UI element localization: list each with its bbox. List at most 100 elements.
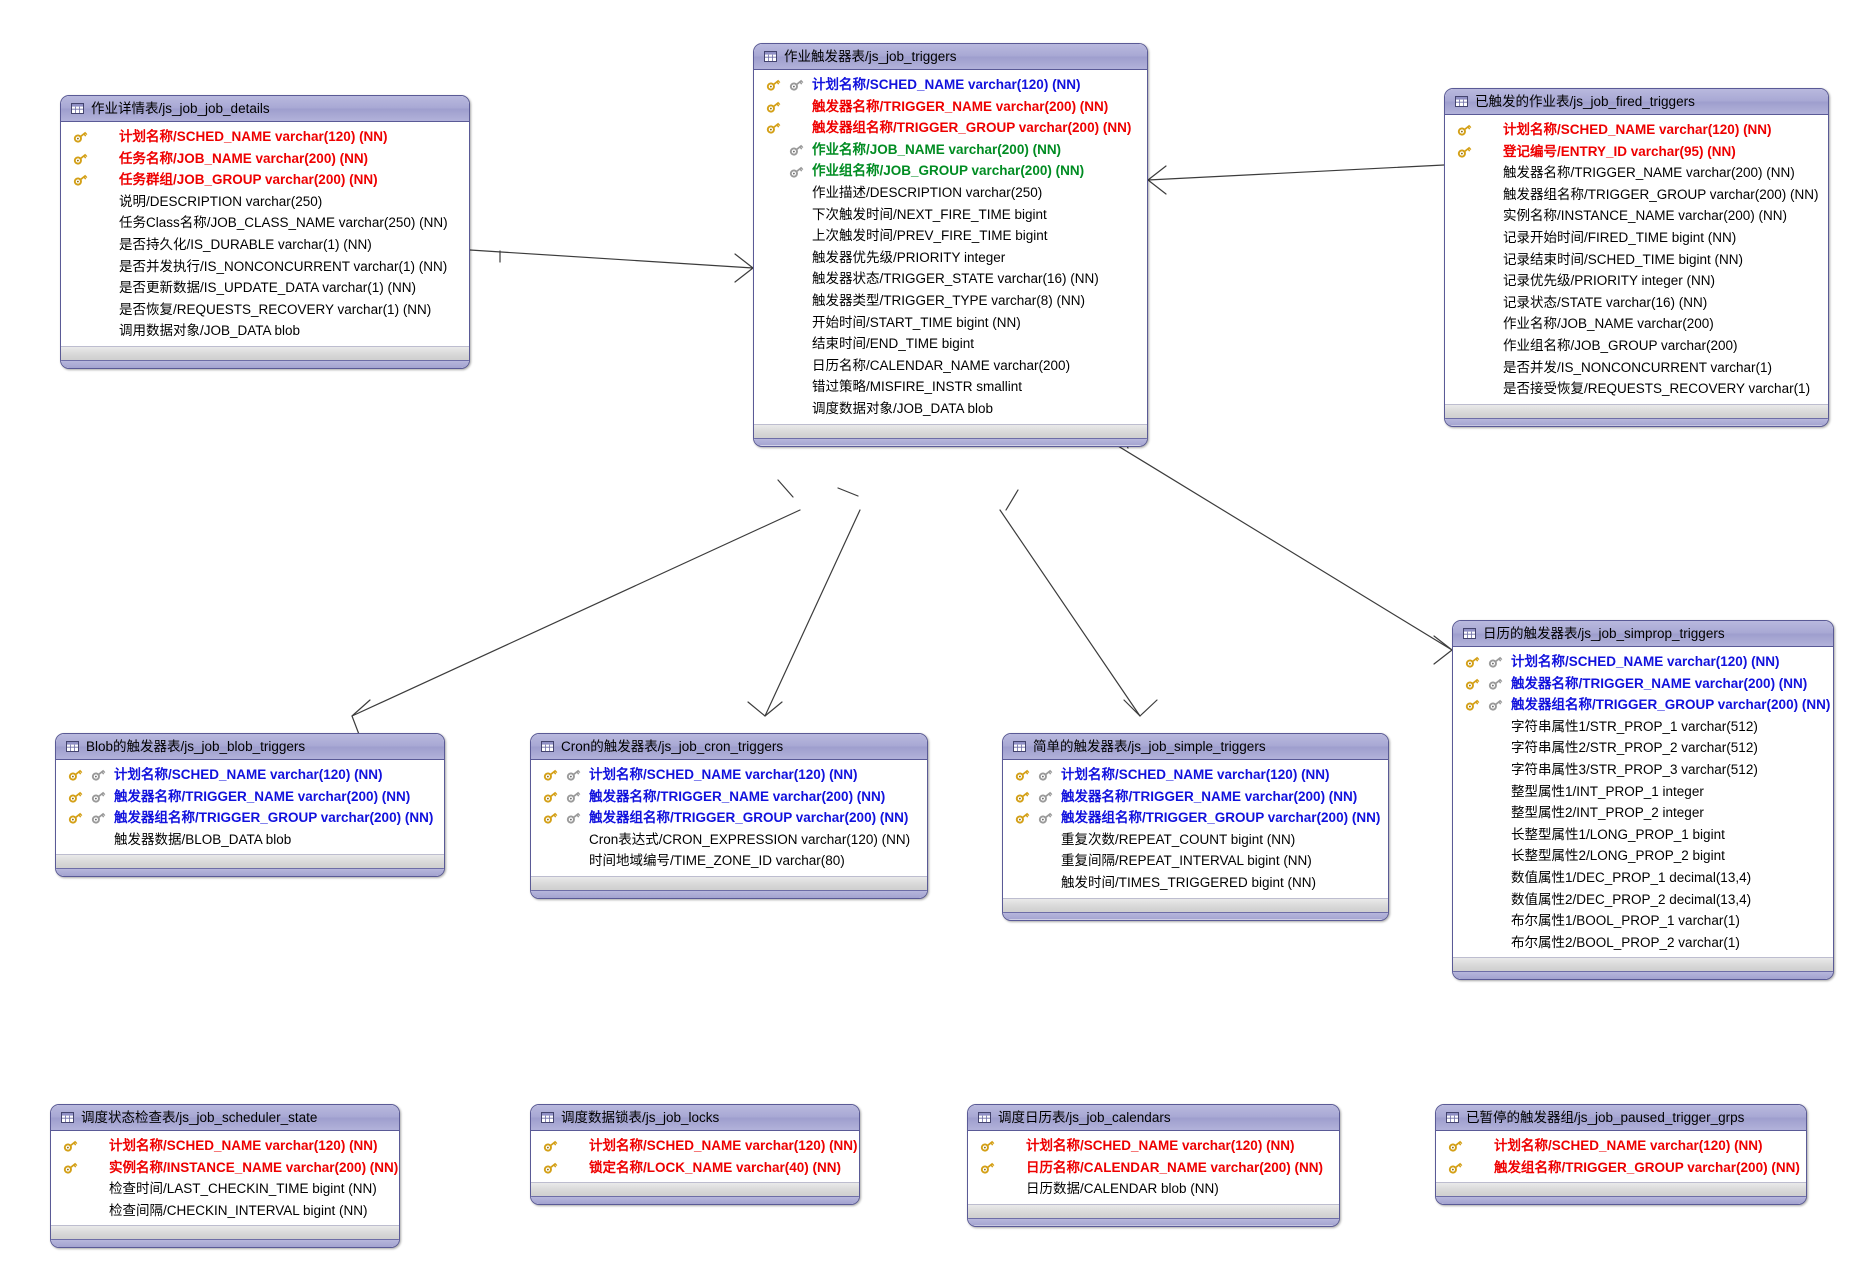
- attribute-row[interactable]: 记录状态/STATE varchar(16) (NN): [1445, 292, 1828, 314]
- attribute-row[interactable]: 是否并发/IS_NONCONCURRENT varchar(1): [1445, 357, 1828, 379]
- entity-blob_triggers[interactable]: Blob的触发器表/js_job_blob_triggers 计划名称/SCHED…: [55, 733, 445, 878]
- entity-header-job_triggers[interactable]: 作业触发器表/js_job_triggers: [754, 44, 1147, 70]
- entity-job_details[interactable]: 作业详情表/js_job_job_details 计划名称/SCHED_NAME …: [60, 95, 470, 369]
- attribute-row[interactable]: 说明/DESCRIPTION varchar(250): [61, 191, 469, 213]
- attribute-row[interactable]: 计划名称/SCHED_NAME varchar(120) (NN): [1003, 764, 1388, 786]
- attribute-row[interactable]: 记录开始时间/FIRED_TIME bigint (NN): [1445, 227, 1828, 249]
- attribute-row[interactable]: 日历名称/CALENDAR_NAME varchar(200): [754, 355, 1147, 377]
- attribute-row[interactable]: 触发器名称/TRIGGER_NAME varchar(200) (NN): [1445, 162, 1828, 184]
- attribute-row[interactable]: 时间地域编号/TIME_ZONE_ID varchar(80): [531, 850, 927, 872]
- entity-header-scheduler_state[interactable]: 调度状态检查表/js_job_scheduler_state: [51, 1105, 399, 1131]
- attribute-row[interactable]: 触发器优先级/PRIORITY integer: [754, 247, 1147, 269]
- entity-header-simprop_triggers[interactable]: 日历的触发器表/js_job_simprop_triggers: [1453, 621, 1833, 647]
- attribute-row[interactable]: 数值属性1/DEC_PROP_1 decimal(13,4): [1453, 867, 1833, 889]
- attribute-row[interactable]: 是否更新数据/IS_UPDATE_DATA varchar(1) (NN): [61, 277, 469, 299]
- attribute-row[interactable]: Cron表达式/CRON_EXPRESSION varchar(120) (NN…: [531, 829, 927, 851]
- attribute-row[interactable]: 结束时间/END_TIME bigint: [754, 333, 1147, 355]
- attribute-row[interactable]: 计划名称/SCHED_NAME varchar(120) (NN): [56, 764, 444, 786]
- attribute-row[interactable]: 数值属性2/DEC_PROP_2 decimal(13,4): [1453, 889, 1833, 911]
- attribute-row[interactable]: 长整型属性2/LONG_PROP_2 bigint: [1453, 845, 1833, 867]
- attribute-row[interactable]: 调用数据对象/JOB_DATA blob: [61, 320, 469, 342]
- entity-scheduler_state[interactable]: 调度状态检查表/js_job_scheduler_state 计划名称/SCHED…: [50, 1104, 400, 1249]
- attribute-row[interactable]: 触发器名称/TRIGGER_NAME varchar(200) (NN): [1003, 786, 1388, 808]
- attribute-row[interactable]: 布尔属性2/BOOL_PROP_2 varchar(1): [1453, 932, 1833, 954]
- attribute-row[interactable]: 作业组名称/JOB_GROUP varchar(200): [1445, 335, 1828, 357]
- entity-header-paused_trigger_grps[interactable]: 已暂停的触发器组/js_job_paused_trigger_grps: [1436, 1105, 1806, 1131]
- attribute-row[interactable]: 锁定名称/LOCK_NAME varchar(40) (NN): [531, 1157, 859, 1179]
- attribute-row[interactable]: 计划名称/SCHED_NAME varchar(120) (NN): [754, 74, 1147, 96]
- attribute-row[interactable]: 调度数据对象/JOB_DATA blob: [754, 398, 1147, 420]
- attribute-row[interactable]: 计划名称/SCHED_NAME varchar(120) (NN): [968, 1135, 1339, 1157]
- attribute-row[interactable]: 触发器名称/TRIGGER_NAME varchar(200) (NN): [56, 786, 444, 808]
- attribute-row[interactable]: 重复次数/REPEAT_COUNT bigint (NN): [1003, 829, 1388, 851]
- attribute-row[interactable]: 记录结束时间/SCHED_TIME bigint (NN): [1445, 249, 1828, 271]
- attribute-row[interactable]: 触发组名称/TRIGGER_GROUP varchar(200) (NN): [1436, 1157, 1806, 1179]
- attribute-row[interactable]: 整型属性1/INT_PROP_1 integer: [1453, 781, 1833, 803]
- entity-header-blob_triggers[interactable]: Blob的触发器表/js_job_blob_triggers: [56, 734, 444, 760]
- attribute-row[interactable]: 任务Class名称/JOB_CLASS_NAME varchar(250) (N…: [61, 212, 469, 234]
- attribute-row[interactable]: 触发器组名称/TRIGGER_GROUP varchar(200) (NN): [56, 807, 444, 829]
- entity-header-cron_triggers[interactable]: Cron的触发器表/js_job_cron_triggers: [531, 734, 927, 760]
- attribute-row[interactable]: 布尔属性1/BOOL_PROP_1 varchar(1): [1453, 910, 1833, 932]
- attribute-row[interactable]: 触发器组名称/TRIGGER_GROUP varchar(200) (NN): [1003, 807, 1388, 829]
- attribute-row[interactable]: 实例名称/INSTANCE_NAME varchar(200) (NN): [1445, 205, 1828, 227]
- attribute-row[interactable]: 触发器状态/TRIGGER_STATE varchar(16) (NN): [754, 268, 1147, 290]
- attribute-row[interactable]: 触发器组名称/TRIGGER_GROUP varchar(200) (NN): [754, 117, 1147, 139]
- entity-header-locks[interactable]: 调度数据锁表/js_job_locks: [531, 1105, 859, 1131]
- entity-fired_triggers[interactable]: 已触发的作业表/js_job_fired_triggers 计划名称/SCHED_…: [1444, 88, 1829, 427]
- attribute-row[interactable]: 字符串属性2/STR_PROP_2 varchar(512): [1453, 737, 1833, 759]
- entity-paused_trigger_grps[interactable]: 已暂停的触发器组/js_job_paused_trigger_grps 计划名称/…: [1435, 1104, 1807, 1206]
- attribute-row[interactable]: 检查间隔/CHECKIN_INTERVAL bigint (NN): [51, 1200, 399, 1222]
- attribute-row[interactable]: 触发器名称/TRIGGER_NAME varchar(200) (NN): [531, 786, 927, 808]
- entity-job_triggers[interactable]: 作业触发器表/js_job_triggers 计划名称/SCHED_NAME va…: [753, 43, 1148, 447]
- attribute-row[interactable]: 触发时间/TIMES_TRIGGERED bigint (NN): [1003, 872, 1388, 894]
- attribute-row[interactable]: 计划名称/SCHED_NAME varchar(120) (NN): [61, 126, 469, 148]
- attribute-row[interactable]: 触发器组名称/TRIGGER_GROUP varchar(200) (NN): [531, 807, 927, 829]
- entity-simple_triggers[interactable]: 简单的触发器表/js_job_simple_triggers 计划名称/SCHED…: [1002, 733, 1389, 921]
- attribute-row[interactable]: 日历数据/CALENDAR blob (NN): [968, 1178, 1339, 1200]
- attribute-row[interactable]: 作业名称/JOB_NAME varchar(200): [1445, 313, 1828, 335]
- attribute-row[interactable]: 重复间隔/REPEAT_INTERVAL bigint (NN): [1003, 850, 1388, 872]
- entity-header-job_details[interactable]: 作业详情表/js_job_job_details: [61, 96, 469, 122]
- entity-locks[interactable]: 调度数据锁表/js_job_locks 计划名称/SCHED_NAME varch…: [530, 1104, 860, 1206]
- attribute-row[interactable]: 日历名称/CALENDAR_NAME varchar(200) (NN): [968, 1157, 1339, 1179]
- attribute-row[interactable]: 计划名称/SCHED_NAME varchar(120) (NN): [1445, 119, 1828, 141]
- attribute-row[interactable]: 错过策略/MISFIRE_INSTR smallint: [754, 376, 1147, 398]
- entity-calendars[interactable]: 调度日历表/js_job_calendars 计划名称/SCHED_NAME va…: [967, 1104, 1340, 1227]
- attribute-row[interactable]: 作业名称/JOB_NAME varchar(200) (NN): [754, 139, 1147, 161]
- attribute-row[interactable]: 计划名称/SCHED_NAME varchar(120) (NN): [1436, 1135, 1806, 1157]
- attribute-row[interactable]: 字符串属性3/STR_PROP_3 varchar(512): [1453, 759, 1833, 781]
- attribute-row[interactable]: 检查时间/LAST_CHECKIN_TIME bigint (NN): [51, 1178, 399, 1200]
- entity-header-simple_triggers[interactable]: 简单的触发器表/js_job_simple_triggers: [1003, 734, 1388, 760]
- attribute-row[interactable]: 任务名称/JOB_NAME varchar(200) (NN): [61, 148, 469, 170]
- attribute-row[interactable]: 触发器数据/BLOB_DATA blob: [56, 829, 444, 851]
- attribute-row[interactable]: 开始时间/START_TIME bigint (NN): [754, 312, 1147, 334]
- attribute-row[interactable]: 上次触发时间/PREV_FIRE_TIME bigint: [754, 225, 1147, 247]
- entity-header-calendars[interactable]: 调度日历表/js_job_calendars: [968, 1105, 1339, 1131]
- attribute-row[interactable]: 触发器名称/TRIGGER_NAME varchar(200) (NN): [754, 96, 1147, 118]
- attribute-row[interactable]: 是否恢复/REQUESTS_RECOVERY varchar(1) (NN): [61, 299, 469, 321]
- entity-header-fired_triggers[interactable]: 已触发的作业表/js_job_fired_triggers: [1445, 89, 1828, 115]
- attribute-row[interactable]: 触发器组名称/TRIGGER_GROUP varchar(200) (NN): [1453, 694, 1833, 716]
- attribute-row[interactable]: 登记编号/ENTRY_ID varchar(95) (NN): [1445, 141, 1828, 163]
- attribute-row[interactable]: 是否持久化/IS_DURABLE varchar(1) (NN): [61, 234, 469, 256]
- attribute-row[interactable]: 计划名称/SCHED_NAME varchar(120) (NN): [531, 1135, 859, 1157]
- attribute-row[interactable]: 实例名称/INSTANCE_NAME varchar(200) (NN): [51, 1157, 399, 1179]
- attribute-row[interactable]: 计划名称/SCHED_NAME varchar(120) (NN): [51, 1135, 399, 1157]
- attribute-row[interactable]: 计划名称/SCHED_NAME varchar(120) (NN): [1453, 651, 1833, 673]
- attribute-row[interactable]: 是否接受恢复/REQUESTS_RECOVERY varchar(1): [1445, 378, 1828, 400]
- attribute-row[interactable]: 作业组名称/JOB_GROUP varchar(200) (NN): [754, 160, 1147, 182]
- attribute-row[interactable]: 计划名称/SCHED_NAME varchar(120) (NN): [531, 764, 927, 786]
- attribute-row[interactable]: 触发器名称/TRIGGER_NAME varchar(200) (NN): [1453, 673, 1833, 695]
- attribute-row[interactable]: 触发器类型/TRIGGER_TYPE varchar(8) (NN): [754, 290, 1147, 312]
- attribute-row[interactable]: 任务群组/JOB_GROUP varchar(200) (NN): [61, 169, 469, 191]
- entity-simprop_triggers[interactable]: 日历的触发器表/js_job_simprop_triggers 计划名称/SCHE…: [1452, 620, 1834, 981]
- entity-cron_triggers[interactable]: Cron的触发器表/js_job_cron_triggers 计划名称/SCHED…: [530, 733, 928, 899]
- attribute-row[interactable]: 长整型属性1/LONG_PROP_1 bigint: [1453, 824, 1833, 846]
- attribute-row[interactable]: 是否并发执行/IS_NONCONCURRENT varchar(1) (NN): [61, 256, 469, 278]
- attribute-row[interactable]: 下次触发时间/NEXT_FIRE_TIME bigint: [754, 204, 1147, 226]
- attribute-row[interactable]: 记录优先级/PRIORITY integer (NN): [1445, 270, 1828, 292]
- attribute-row[interactable]: 整型属性2/INT_PROP_2 integer: [1453, 802, 1833, 824]
- attribute-row[interactable]: 作业描述/DESCRIPTION varchar(250): [754, 182, 1147, 204]
